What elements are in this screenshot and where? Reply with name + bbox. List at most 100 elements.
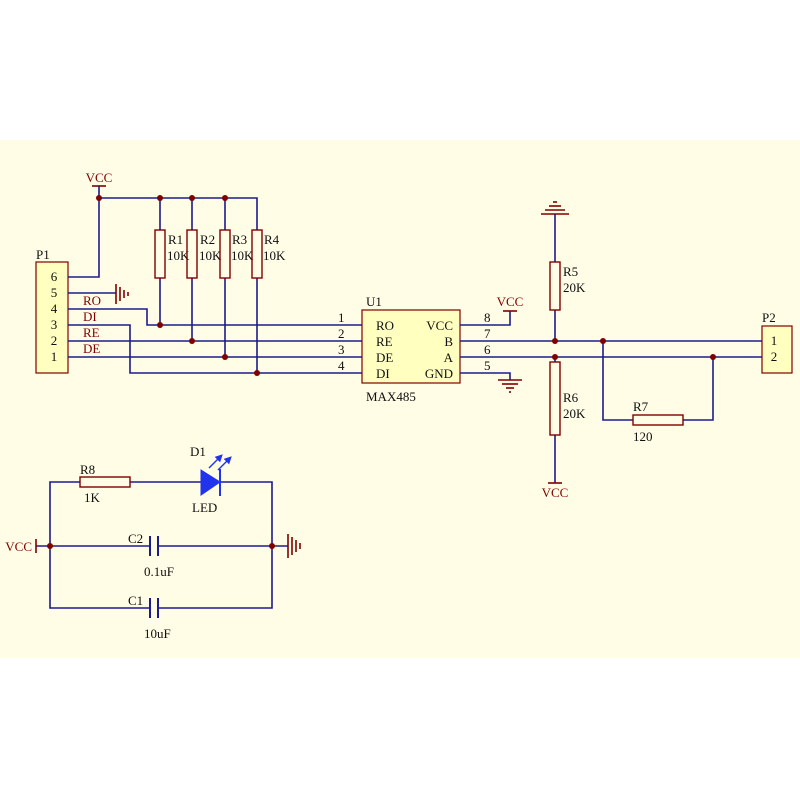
- d1-value: LED: [192, 500, 217, 515]
- c2-designator: C2: [128, 531, 143, 546]
- r8-designator: R8: [80, 462, 95, 477]
- led-arrow-head: [223, 456, 232, 465]
- junction-dot: [552, 338, 558, 344]
- junction-dot: [222, 195, 228, 201]
- led-triangle: [200, 469, 221, 496]
- junction-dot: [157, 195, 163, 201]
- r6-designator: R6: [563, 390, 579, 405]
- resistor-r7: R7 120: [632, 399, 684, 444]
- u1-pin-name: DI: [376, 366, 390, 381]
- u1-pin-name: DE: [376, 350, 393, 365]
- u1-pin-number: 6: [484, 342, 491, 357]
- r8-body: [79, 476, 131, 488]
- p1-pin-number: 1: [51, 349, 58, 364]
- p1-pin-number: 2: [51, 333, 58, 348]
- p1-pin-number: 6: [51, 269, 58, 284]
- r5-value: 20K: [563, 280, 586, 295]
- p2-connector: P2 1 2: [761, 310, 793, 374]
- wire-net-di: [68, 324, 362, 374]
- r1-value: 10K: [167, 248, 190, 263]
- r4-designator: R4: [264, 232, 280, 247]
- p2-pin-number: 2: [771, 349, 778, 364]
- schematic-sheet: [0, 140, 800, 658]
- net-label-di: DI: [83, 309, 97, 324]
- p2-body: [761, 325, 793, 374]
- led-d1: D1 LED: [190, 444, 232, 515]
- vcc-label: VCC: [5, 539, 32, 554]
- junction-dot: [710, 354, 716, 360]
- net-label-re: RE: [83, 325, 100, 340]
- r1-designator: R1: [168, 232, 183, 247]
- junction-dot: [189, 195, 195, 201]
- r6-body: [549, 361, 561, 436]
- led-emission-arrow: [217, 459, 229, 471]
- u1-pin-name: RO: [376, 318, 394, 333]
- p1-connector: P1 6 5 4 3 2 1: [35, 247, 69, 374]
- r3-value: 10K: [231, 248, 254, 263]
- u1-pin-number: 1: [338, 310, 345, 325]
- junction-dot: [552, 354, 558, 360]
- junction-dot: [96, 195, 102, 201]
- resistor-r2: R2 10K: [186, 229, 222, 279]
- capacitor-c2: C2 0.1uF: [128, 531, 174, 579]
- net-label-ro: RO: [83, 293, 101, 308]
- junction-dot: [254, 370, 260, 376]
- net-label-de: DE: [83, 341, 100, 356]
- r2-body: [186, 229, 198, 279]
- u1-pin-number: 7: [484, 326, 491, 341]
- u1-designator: U1: [366, 294, 382, 309]
- vcc-port-top-left: VCC: [86, 170, 112, 187]
- junction-dot: [269, 543, 275, 549]
- u1-pin-name: VCC: [426, 318, 453, 333]
- p1-pin-number: 4: [51, 301, 58, 316]
- p1-body: [35, 261, 69, 374]
- u1-body: [361, 309, 461, 384]
- junction-dot: [47, 543, 53, 549]
- u1-pin-number: 4: [338, 358, 345, 373]
- junction-dot: [157, 322, 163, 328]
- r4-value: 10K: [263, 248, 286, 263]
- resistor-r6: R6 20K: [549, 361, 586, 436]
- c1-value: 10uF: [144, 626, 171, 641]
- r4-body: [251, 229, 263, 279]
- ground-symbol-bottom: [287, 534, 301, 558]
- vcc-label: VCC: [497, 294, 524, 309]
- wire-r7-right: [683, 357, 714, 421]
- p1-designator: P1: [36, 247, 50, 262]
- p2-designator: P2: [762, 310, 776, 325]
- r1-body: [154, 229, 166, 279]
- u1-pin-name: GND: [425, 366, 453, 381]
- r2-designator: R2: [200, 232, 215, 247]
- vcc-port-left: VCC: [5, 539, 37, 554]
- d1-designator: D1: [190, 444, 206, 459]
- ic-u1: U1 MAX485 1 2 3 4 RO RE DE DI VCC B A GN…: [338, 294, 491, 404]
- r3-designator: R3: [232, 232, 247, 247]
- junction-dot: [600, 338, 606, 344]
- junction-dots: [47, 195, 716, 549]
- resistor-r3: R3 10K: [219, 229, 254, 279]
- ground-symbol-u1: [498, 379, 522, 393]
- resistor-r8: R8 1K: [79, 462, 131, 505]
- wire-net-ro: [68, 308, 362, 326]
- r5-designator: R5: [563, 264, 578, 279]
- r8-value: 1K: [84, 490, 101, 505]
- capacitor-c1: C1 10uF: [128, 593, 171, 641]
- r6-value: 20K: [563, 406, 586, 421]
- vcc-port-u1: VCC: [497, 294, 524, 312]
- u1-part-number: MAX485: [366, 389, 416, 404]
- c1-designator: C1: [128, 593, 143, 608]
- junction-dot: [189, 338, 195, 344]
- vcc-port-r6: VCC: [542, 482, 569, 500]
- wire-vcc-to-p1-pin6: [68, 186, 100, 278]
- junction-dot: [222, 354, 228, 360]
- wire-r7-left: [602, 341, 633, 421]
- p2-pin-number: 1: [771, 333, 778, 348]
- u1-pin-name: RE: [376, 334, 393, 349]
- u1-pin-name: B: [444, 334, 453, 349]
- u1-pin-number: 5: [484, 358, 491, 373]
- vcc-label: VCC: [542, 485, 569, 500]
- led-emission-arrow: [208, 457, 220, 469]
- u1-pin-number: 8: [484, 310, 491, 325]
- wire-vcc-rail: [99, 197, 258, 230]
- r7-designator: R7: [633, 399, 649, 414]
